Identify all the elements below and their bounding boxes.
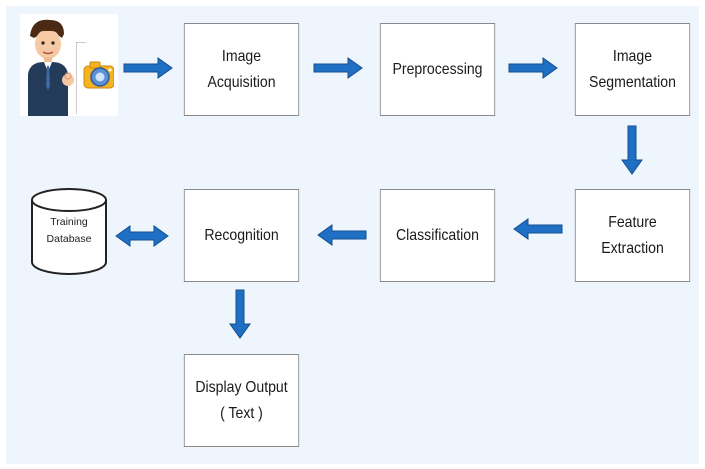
node-image-segmentation: Image Segmentation [574, 23, 691, 116]
camera-icon [76, 42, 114, 114]
node-label: Recognition [204, 226, 279, 244]
node-label: Image Acquisition [207, 47, 276, 91]
node-image-acquisition: Image Acquisition [183, 23, 300, 116]
training-database-label: Training Database [46, 216, 92, 245]
node-feature-extraction: Feature Extraction [574, 189, 691, 282]
node-classification: Classification [379, 189, 496, 282]
node-label: Feature Extraction [601, 213, 664, 257]
node-preprocessing: Preprocessing [379, 23, 496, 116]
node-display-output: Display Output ( Text ) [183, 354, 300, 447]
node-label: Preprocessing [392, 60, 483, 78]
arrow-features-to-classification [513, 218, 563, 240]
node-label: Display Output ( Text ) [195, 378, 288, 422]
node-label: Classification [396, 226, 479, 244]
arrow-segmentation-to-features [621, 125, 643, 175]
arrow-recognition-database [115, 225, 169, 247]
user-illustration [20, 14, 118, 116]
arrow-preprocessing-to-segmentation [508, 57, 558, 79]
arrow-recognition-to-output [229, 289, 251, 339]
arrow-acquisition-to-preprocessing [313, 57, 363, 79]
node-recognition: Recognition [183, 189, 300, 282]
person-icon [28, 19, 74, 116]
database-cylinder-icon [31, 188, 107, 275]
arrow-classification-to-recognition [317, 224, 367, 246]
node-label: Image Segmentation [589, 47, 676, 91]
arrow-user-to-acquisition [123, 57, 173, 79]
